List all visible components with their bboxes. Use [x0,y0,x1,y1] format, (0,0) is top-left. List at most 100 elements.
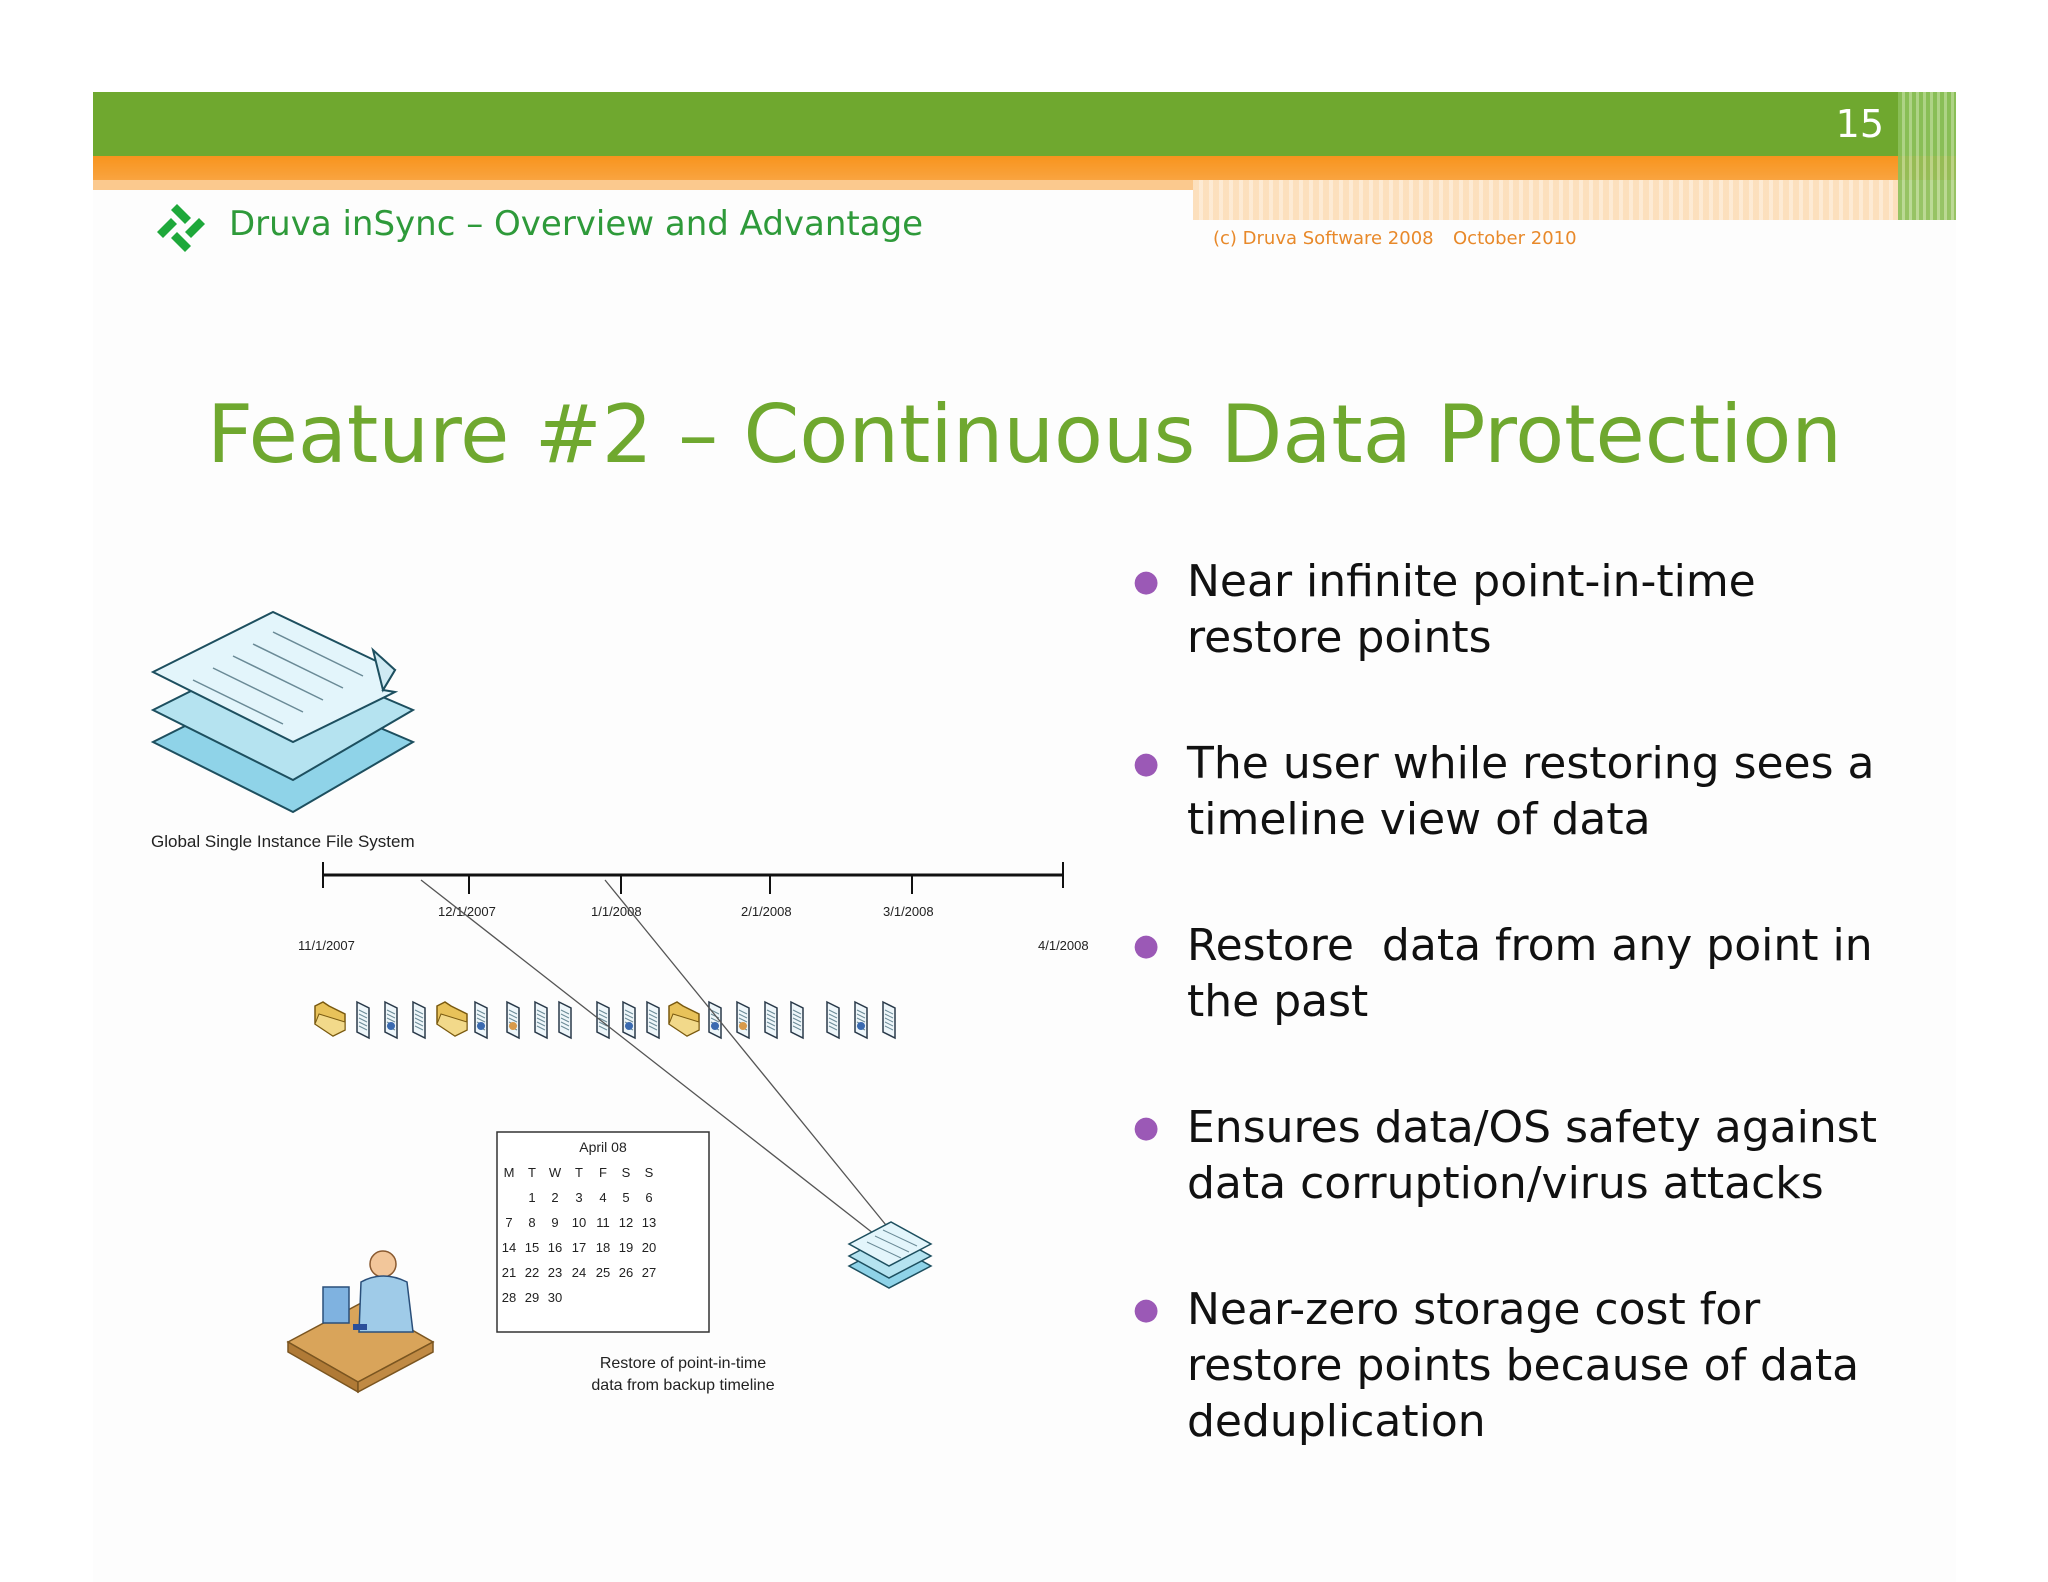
document-icon [826,1000,840,1040]
bullet-text: timeline view of data [1187,794,1651,845]
calendar-month: April 08 [579,1139,627,1155]
folder-icon [314,1001,346,1037]
calendar-day: 28 [502,1290,516,1305]
calendar-day: 20 [642,1240,656,1255]
document-icon [882,1000,896,1040]
bullet-text: Near infinite point-in-time [1187,556,1756,607]
timeline-date-label: 12/1/2007 [438,904,496,919]
person-at-computer-icon [286,1250,435,1394]
druva-logo-icon [157,204,205,252]
restored-docs-icon [847,1221,933,1289]
calendar-day: 12 [619,1215,633,1230]
document-icon [534,1000,548,1040]
calendar-weekday: S [622,1165,631,1180]
document-icon [736,1000,750,1040]
document-icon [646,1000,660,1040]
calendar-day: 26 [619,1265,633,1280]
timeline-date-label: 4/1/2008 [1038,938,1089,953]
calendar-weekday: W [549,1165,562,1180]
pointer-line [604,879,891,1231]
calendar-day: 25 [596,1265,610,1280]
file-system-stack-icon [150,610,416,814]
calendar-day: 10 [572,1215,586,1230]
bullet-text: data corruption/virus attacks [1187,1158,1824,1209]
bullet-text: Ensures data/OS safety against [1187,1102,1877,1153]
folder-icon [668,1001,700,1037]
calendar-weekday: M [504,1165,515,1180]
page-number: 15 [1835,102,1884,146]
calendar-day: 4 [599,1190,606,1205]
date-text: October 2010 [1453,228,1577,249]
slide: 15 Druva inSync – Overview and Advantage… [93,92,1956,1582]
calendar-day: 1 [528,1190,535,1205]
calendar-day: 13 [642,1215,656,1230]
bullet-text: Near-zero storage cost for [1187,1284,1761,1335]
header-right-decoration [1898,92,1956,220]
calendar-day: 24 [572,1265,586,1280]
calendar-day: 15 [525,1240,539,1255]
calendar-day: 27 [642,1265,656,1280]
bullet-text: Restore data from any point in [1187,920,1873,971]
bullet-dot-icon: ● [1133,1292,1160,1327]
calendar-day: 17 [572,1240,586,1255]
calendar-day: 21 [502,1265,516,1280]
calendar-weekday: T [575,1165,583,1180]
calendar-weekday: F [599,1165,607,1180]
bullet-dot-icon: ● [1133,746,1160,781]
document-icon [558,1000,572,1040]
file-system-label: Global Single Instance File System [151,832,415,851]
calendar-day: 30 [548,1290,562,1305]
header-orange-right-band [1193,180,1956,220]
timeline-date-label: 3/1/2008 [883,904,934,919]
calendar-weekday: S [645,1165,654,1180]
slide-title: Feature #2 – Continuous Data Protection [207,388,1842,481]
timeline [322,862,1064,894]
timeline-date-label: 2/1/2008 [741,904,792,919]
document-icon [854,1000,868,1040]
cdp-diagram: Global Single Instance File System 11/1/… [150,610,1089,1394]
document-icon [412,1000,426,1040]
calendar-day: 18 [596,1240,610,1255]
document-icon [356,1000,370,1040]
calendar-day: 9 [551,1215,558,1230]
bullet-dot-icon: ● [1133,928,1160,963]
document-icon [384,1000,398,1040]
copyright-text: (c) Druva Software 2008 [1213,228,1434,249]
bullet-item: ● The user while restoring sees a timeli… [1133,736,1933,848]
bullet-item: ● Near infinite point-in-time restore po… [1133,554,1933,666]
document-icon [622,1000,636,1040]
pointer-line [420,879,879,1238]
calendar-day: 6 [645,1190,652,1205]
calendar-day: 19 [619,1240,633,1255]
file-icons-row [314,1000,896,1040]
bullet-text: The user while restoring sees a [1187,738,1875,789]
bullet-list: ● Near infinite point-in-time restore po… [1133,554,1933,1520]
timeline-date-label: 1/1/2008 [591,904,642,919]
calendar-day: 11 [596,1215,610,1230]
calendar-day: 29 [525,1290,539,1305]
calendar-day: 8 [528,1215,535,1230]
document-icon [596,1000,610,1040]
bullet-item: ● Ensures data/OS safety against data co… [1133,1100,1933,1212]
bullet-item: ● Near-zero storage cost for restore poi… [1133,1282,1933,1450]
header-title: Druva inSync – Overview and Advantage [229,204,924,244]
calendar-day: 22 [525,1265,539,1280]
bullet-dot-icon: ● [1133,1110,1160,1145]
document-icon [506,1000,520,1040]
header-green-band [93,92,1956,156]
calendar-day: 3 [575,1190,582,1205]
bullet-text: restore points [1187,612,1492,663]
folder-icon [436,1001,468,1037]
timeline-date-label: 11/1/2007 [298,938,355,953]
calendar-day: 14 [502,1240,516,1255]
header-orange-band [93,156,1956,180]
bullet-text: the past [1187,976,1369,1027]
calendar-day: 2 [551,1190,558,1205]
document-icon [474,1000,488,1040]
calendar-day: 5 [622,1190,629,1205]
calendar-day: 7 [505,1215,512,1230]
calendar-weekday: T [528,1165,536,1180]
header-orange-soft-band [93,180,1193,190]
bullet-text: deduplication [1187,1396,1486,1447]
